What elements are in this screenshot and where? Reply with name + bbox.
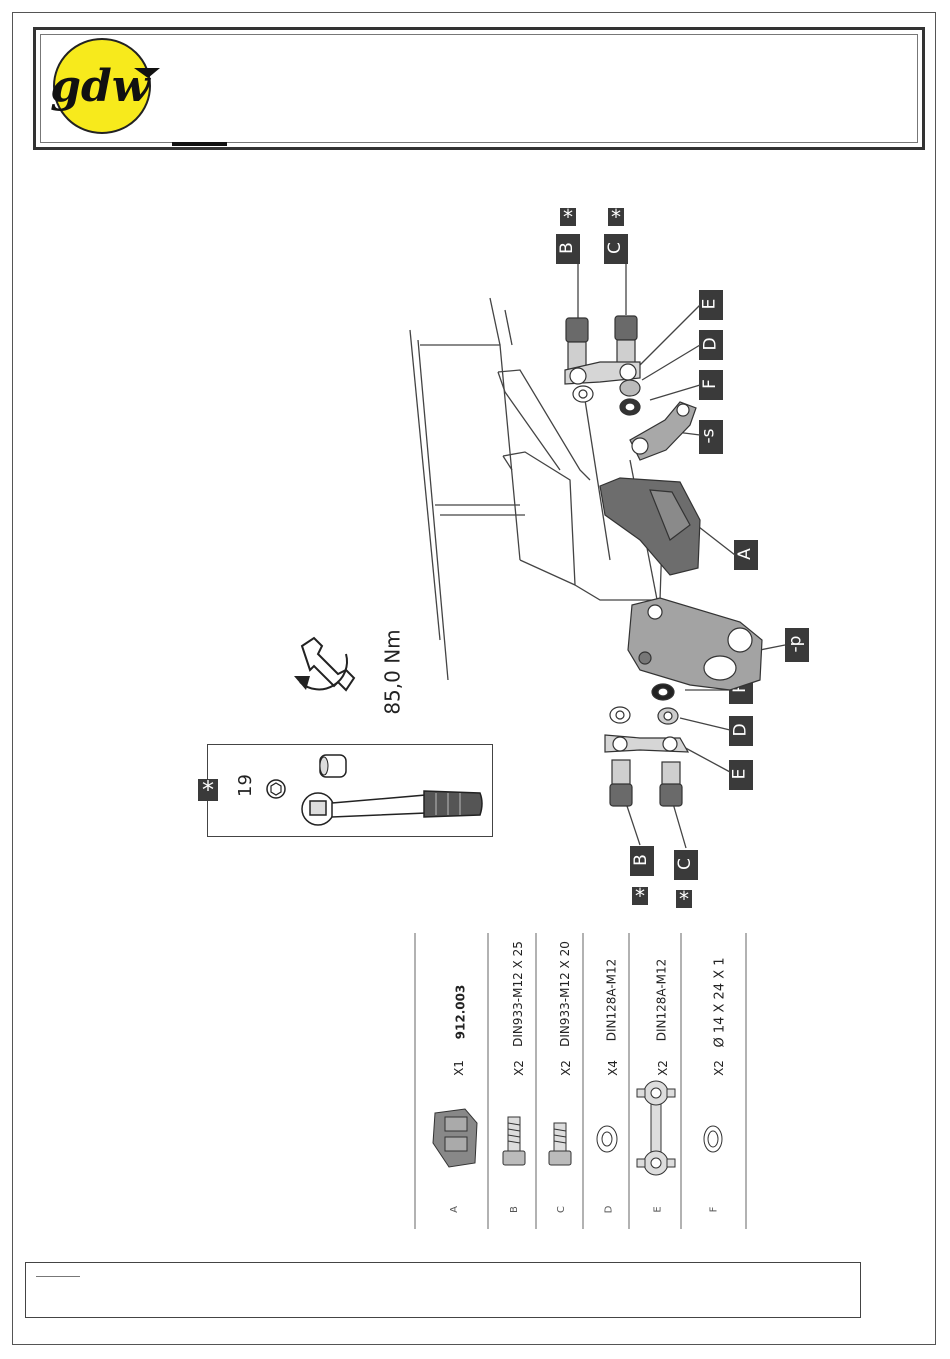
- flat-washer-icon: [697, 1123, 729, 1155]
- tool-box: * 19: [207, 744, 493, 837]
- bolt-m12x25-icon: [497, 1113, 531, 1169]
- table-row-qty-f: X2: [712, 1060, 726, 1076]
- table-row-spec-c: DIN933-M12 X 20: [558, 941, 572, 1047]
- torque-wrench-icon: [288, 632, 364, 708]
- table-row-spec-b: DIN933-M12 X 25: [511, 941, 525, 1047]
- socket-icon: [316, 751, 350, 781]
- locking-plate-icon: [633, 1073, 679, 1183]
- tool-box-star: *: [198, 779, 218, 801]
- footer-short-rule: [36, 1276, 80, 1277]
- table-row-qty-d: X4: [606, 1060, 620, 1076]
- table-row-spec-f: Ø 14 X 24 X 1: [713, 957, 728, 1047]
- hex-socket-icon: [266, 779, 286, 799]
- parts-table-grid: [415, 933, 747, 1229]
- footer-box: [25, 1262, 861, 1318]
- table-row-letter-f: F: [708, 1207, 719, 1213]
- table-row-spec-a: 912.003: [453, 985, 467, 1040]
- table-row-letter-e: E: [653, 1206, 664, 1212]
- table-row-letter-b: B: [509, 1206, 520, 1213]
- parts-table: A X1 912.003 B X2 DIN933-M12 X 25 C X2 D…: [415, 933, 747, 1229]
- table-row-letter-c: C: [556, 1206, 567, 1213]
- ratchet-wrench-icon: [296, 783, 486, 835]
- table-row-qty-b: X2: [512, 1060, 526, 1076]
- table-row-spec-e: DIN128A-M12: [654, 959, 668, 1042]
- table-row-letter-d: D: [603, 1206, 614, 1214]
- table-row-qty-e: X2: [656, 1060, 670, 1076]
- hitch-part-icon: [425, 1103, 485, 1173]
- torque-value: 85,0 Nm: [381, 629, 405, 714]
- bolt-m12x20-icon: [543, 1113, 577, 1169]
- socket-size: 19: [235, 774, 256, 797]
- table-row-spec-d: DIN128A-M12: [604, 959, 618, 1042]
- table-row-qty-a: X1: [452, 1060, 466, 1076]
- lock-washer-icon: [591, 1123, 623, 1155]
- table-row-qty-c: X2: [559, 1060, 573, 1076]
- table-row-letter-a: A: [449, 1206, 460, 1213]
